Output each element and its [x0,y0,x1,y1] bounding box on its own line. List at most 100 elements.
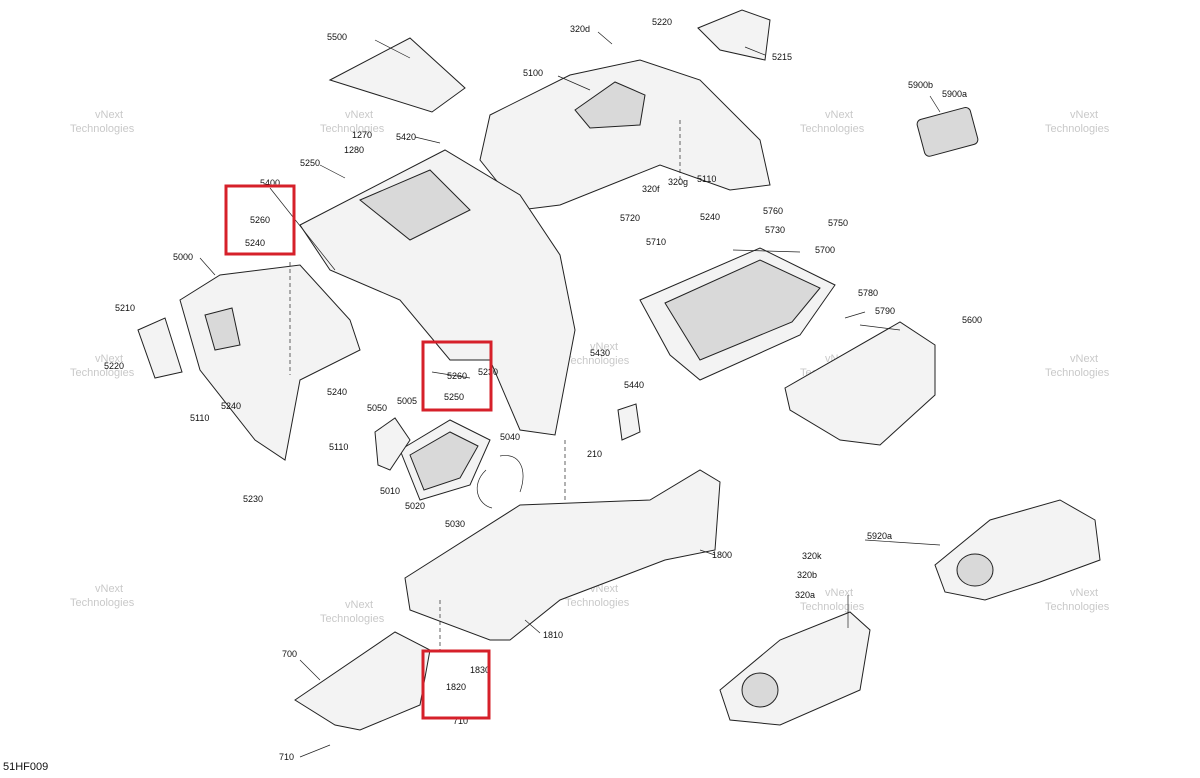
callout-label: 5790 [875,306,895,316]
gauge-bracket-part [374,417,411,471]
callout-label: 210 [587,449,602,459]
callout-label: 5730 [765,225,785,235]
muffler-part [934,499,1101,601]
callout-label: 5900a [942,89,967,99]
floor-panel-part [404,469,721,641]
highlight-boxes [224,184,493,720]
frame-opening-part [359,169,471,241]
callout-label: 5710 [646,237,666,247]
callout-label: 5500 [327,32,347,42]
callout-label: 5240 [221,401,241,411]
callout-label: 5005 [397,396,417,406]
callout-label: 5020 [405,501,425,511]
leader-line [859,324,901,331]
watermark: Technologies [70,123,135,135]
muffler-outlet-part [741,672,779,708]
callout-label: 5050 [367,403,387,413]
leader-line [431,371,471,379]
watermark: Technologies [70,597,135,609]
reflector-part [916,107,979,157]
vent-grille-part [574,81,646,129]
callout-label: 1820 [446,682,466,692]
callout-label: 5920a [867,531,892,541]
callout-label: 5250 [444,392,464,402]
watermark: Technologies [70,367,135,379]
leader-line [414,136,441,144]
leader-line [199,257,216,276]
callout-label: 5220 [104,361,124,371]
callout-label: 5010 [380,486,400,496]
watermark: Technologies [565,355,630,367]
leader-line [864,539,941,546]
callout-label: 5900b [908,80,933,90]
highlight-box [224,184,296,256]
callout-label: 5260 [250,215,270,225]
lower-cover-part [294,631,431,731]
watermark: Technologies [1045,601,1110,613]
callout-label: 5100 [523,68,543,78]
watermark: Technologies [320,613,385,625]
callout-label: 710 [453,716,468,726]
watermark: Technologies [320,123,385,135]
rear-upper-panel-part [479,59,771,211]
callout-label: 5220 [652,17,672,27]
callout-label: 5210 [115,303,135,313]
callout-label: 5110 [697,174,716,184]
leader-line [744,46,766,56]
watermark: Technologies [800,123,865,135]
callout-label: 5230 [243,494,263,504]
callout-label: 5760 [763,206,783,216]
callout-label: 5240 [700,212,720,222]
leader-line [557,75,591,91]
callout-label: 1270 [352,130,372,140]
leader-line [319,164,346,179]
callout-label: 5230 [478,367,498,377]
watermark: Technologies [800,601,865,613]
callout-label: 5420 [396,132,416,142]
leader-line [732,249,801,253]
watermark: vNext [95,109,123,121]
callout-label: 5250 [300,158,320,168]
watermark: vNext [345,109,373,121]
leader-line [299,744,331,758]
callout-label: 320b [797,570,817,580]
main-body-frame-part [299,149,576,436]
leader-line [299,659,321,681]
watermark: Technologies [1045,367,1110,379]
callout-label: 320k [802,551,822,561]
callout-label: 5600 [962,315,982,325]
watermark: Technologies [565,597,630,609]
callout-label: 5720 [620,213,640,223]
left-side-panel-part [179,264,361,461]
callout-label: 5240 [327,387,347,397]
callout-label: 5240 [245,238,265,248]
callout-label: 5000 [173,252,193,262]
watermark: vNext [1070,109,1098,121]
watermark: vNext [1070,353,1098,365]
muffler-part [719,611,871,726]
storage-lid-part [784,321,936,446]
watermark: vNext [95,583,123,595]
callout-label: 320a [795,590,815,600]
callout-label: 1800 [712,550,732,560]
callout-label: 320d [570,24,590,34]
callout-label: 5700 [815,245,835,255]
watermark: vNext [1070,587,1098,599]
callout-label: 5040 [500,432,520,442]
leader-line [374,39,411,59]
callout-label: 5030 [445,519,465,529]
callout-label: 5780 [858,288,878,298]
trim-ring-part [476,469,493,509]
callout-label: 320g [668,177,688,187]
leader-line [524,619,541,634]
watermark: vNext [825,109,853,121]
part-drawings [137,9,1101,731]
leader-line [597,31,613,45]
watermark: vNext [825,587,853,599]
trim-ring-part [499,455,524,493]
callout-label: 5110 [329,442,348,452]
callout-label: 5750 [828,218,848,228]
left-vent-grille-part [204,307,241,351]
